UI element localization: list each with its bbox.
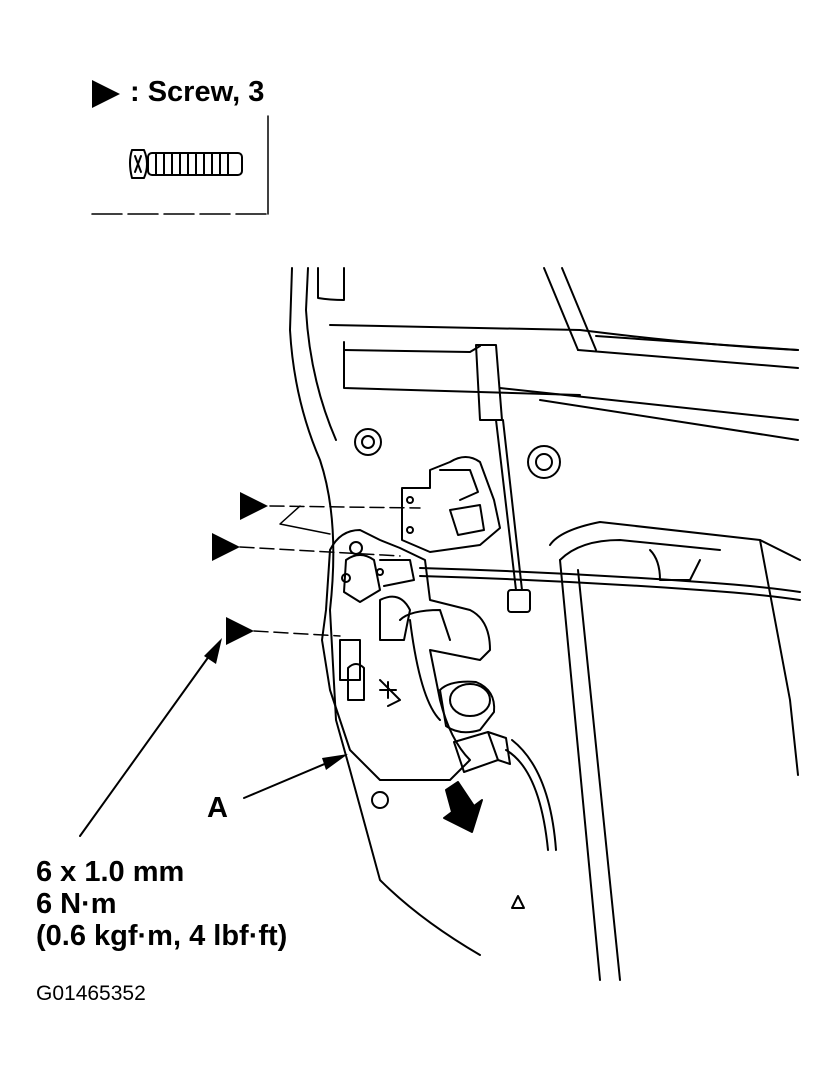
actuator-motor: [439, 680, 496, 734]
removal-direction-arrow: [443, 781, 483, 833]
legend-box-border: [91, 115, 269, 215]
door-panel-outline: [289, 267, 799, 956]
torque-leader-arrow: [79, 638, 222, 837]
lock-cable: [419, 567, 801, 601]
legend-screw-label: : Screw, 3: [130, 76, 265, 108]
panel-holes: [354, 428, 561, 909]
screw-triangle-2: [212, 533, 240, 561]
torque-alt-spec: (0.6 kgf·m, 4 lbf·ft): [36, 920, 288, 952]
screw-icon: [129, 149, 243, 179]
torque-spec: 6 N·m: [36, 888, 117, 920]
screw-triangle-1: [240, 492, 268, 520]
window-channel: [549, 521, 801, 981]
latch-assembly-a: [321, 529, 491, 781]
wiring-connector: [453, 731, 557, 851]
screw-triangle-3: [226, 617, 254, 645]
figure-id: G01465352: [36, 982, 146, 1005]
latch-upper-mechanism: [401, 456, 501, 553]
lock-rod: [475, 344, 531, 613]
legend-triangle-icon: [92, 80, 120, 108]
screw-size-spec: 6 x 1.0 mm: [36, 856, 185, 888]
callout-a-leader-arrow: [243, 754, 348, 799]
screw-position-triangles: [212, 492, 268, 645]
screw-leaders: [239, 505, 421, 637]
callout-label-a: A: [207, 792, 228, 824]
